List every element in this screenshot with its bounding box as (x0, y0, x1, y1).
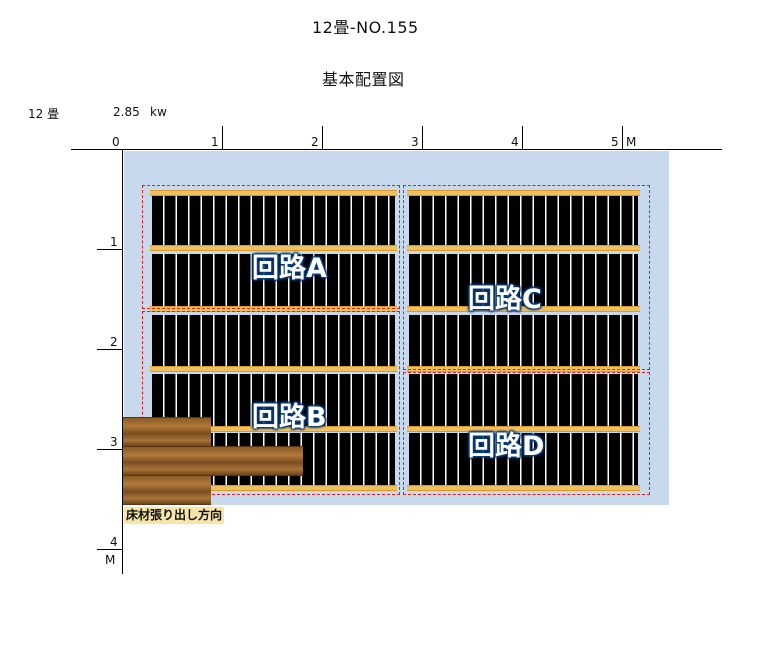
y-tick-2 (97, 349, 122, 350)
circuit-d-boundary (403, 372, 650, 495)
drawing-title: 12畳-NO.155 (312, 18, 419, 37)
x-tick-5 (622, 126, 623, 149)
heater-panel-d2 (409, 433, 638, 485)
y-tick-label-1: 1 (110, 235, 118, 249)
heater-panel-c1 (409, 194, 638, 246)
circuit-c-label: 回路C (468, 284, 542, 315)
x-tick-1 (222, 126, 223, 149)
y-tick-1 (97, 249, 122, 250)
x-axis-line (71, 149, 722, 150)
heater-panel-c3 (409, 315, 638, 367)
heater-panel-c2 (409, 254, 638, 306)
y-tick-3 (97, 449, 122, 450)
x-axis-unit: M (626, 135, 637, 149)
circuit-a-boundary (142, 185, 400, 309)
x-tick-label-1: 1 (211, 135, 219, 149)
floor-plank-sample (123, 417, 211, 447)
bus-bar (150, 190, 397, 196)
x-tick-label-5: 5 (611, 135, 619, 149)
circuit-d-label: 回路D (468, 431, 545, 462)
circuit-b-boundary (142, 311, 400, 495)
x-tick-label-3: 3 (411, 135, 419, 149)
heater-panel-a2 (152, 254, 395, 306)
x-tick-3 (422, 126, 423, 149)
y-axis-line (122, 149, 123, 574)
y-axis-unit: M (105, 553, 116, 567)
bus-bar (150, 366, 397, 372)
power-value: 2.85 (113, 105, 140, 119)
x-tick-label-2: 2 (311, 135, 319, 149)
bus-bar (407, 426, 640, 432)
circuit-a-label: 回路A (252, 253, 327, 284)
floor-plank-sample (123, 475, 211, 505)
y-tick-label-3: 3 (110, 435, 118, 449)
bus-bar (407, 485, 640, 491)
bus-bar (407, 190, 640, 196)
heater-panel-b1 (152, 315, 395, 367)
y-tick-4 (97, 549, 122, 550)
bus-bar (150, 426, 397, 432)
floor-plank-sample (123, 446, 303, 476)
room-size: 12 畳 (28, 107, 60, 121)
x-tick-4 (522, 126, 523, 149)
bus-bar (407, 306, 640, 312)
floor-direction-label: 床材張り出し方向 (124, 507, 225, 524)
x-tick-label-4: 4 (511, 135, 519, 149)
drawing-subtitle: 基本配置図 (322, 70, 405, 89)
x-tick-label-0: 0 (112, 135, 120, 149)
x-tick-2 (322, 126, 323, 149)
power-unit: kw (150, 105, 167, 119)
y-tick-label-2: 2 (110, 335, 118, 349)
heater-panel-d1 (409, 374, 638, 426)
bus-bar (150, 485, 397, 491)
heater-panel-a1 (152, 194, 395, 246)
bus-bar (407, 245, 640, 251)
circuit-b-label: 回路B (252, 402, 327, 433)
bus-bar (150, 245, 397, 251)
y-tick-label-4: 4 (110, 535, 118, 549)
circuit-c-boundary (403, 185, 650, 370)
